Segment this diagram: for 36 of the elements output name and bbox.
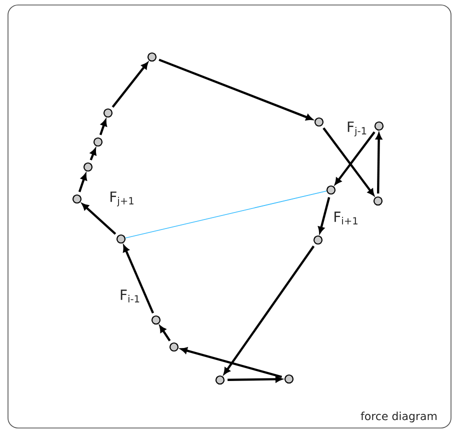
arrow — [159, 326, 171, 342]
arrow — [334, 131, 376, 185]
arrow — [90, 148, 96, 160]
point-marker — [169, 342, 179, 352]
point-marker — [326, 185, 336, 195]
force-label: F$_{j-1}$ — [348, 122, 366, 136]
caption: force diagram — [360, 412, 437, 422]
point-marker — [103, 108, 113, 118]
point-marker — [284, 374, 294, 384]
force-label: F$_{i-1}$ — [120, 290, 140, 302]
arrow — [376, 132, 382, 194]
point-marker — [93, 137, 103, 147]
point-marker — [215, 375, 225, 385]
arrow — [158, 58, 313, 120]
force-label: F$_{j+1}$ — [110, 192, 134, 206]
point-marker — [374, 121, 384, 131]
arrow — [99, 119, 107, 136]
arrow — [180, 347, 282, 378]
point-marker — [151, 315, 161, 325]
arrow — [78, 173, 87, 192]
arrow — [322, 127, 374, 196]
arrow — [112, 62, 148, 108]
point-marker — [313, 235, 323, 245]
point-marker — [373, 196, 383, 206]
point-marker — [314, 117, 324, 127]
point-marker — [147, 52, 157, 62]
arrow — [224, 246, 315, 375]
point-marker — [72, 194, 82, 204]
arrow — [123, 245, 154, 314]
arrow — [318, 197, 330, 234]
point-marker — [83, 162, 93, 172]
force-label: F$_{i+1}$ — [334, 212, 358, 224]
point-marker — [116, 234, 126, 244]
arrow — [228, 376, 282, 382]
arrow — [82, 203, 116, 235]
connector-line — [125, 190, 327, 238]
